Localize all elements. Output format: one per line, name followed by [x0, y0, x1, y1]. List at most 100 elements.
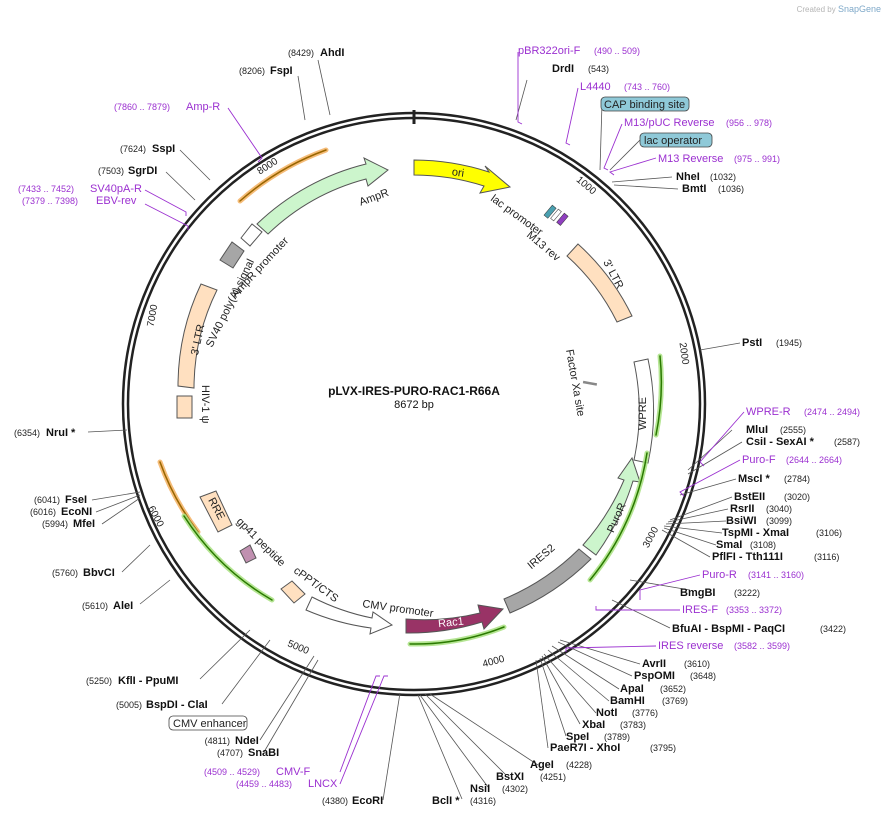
site-bbvci-pos: (5760) — [52, 568, 78, 578]
primer-arc-amp-r-core — [239, 149, 327, 202]
primer-ires-reverse-range: (3582 .. 3599) — [734, 641, 790, 651]
site-rsrii-pos: (3040) — [766, 504, 792, 514]
feature-lac-promoter-label: lac promoter — [488, 193, 545, 239]
site-nrui: NruI * — [46, 427, 76, 439]
lac-operator-label: lac operator — [644, 135, 702, 147]
site-pflfi: PflFI - Tth111I — [712, 551, 783, 563]
site-nhei: NheI — [676, 171, 700, 183]
site-bmti-pos: (1036) — [718, 184, 744, 194]
site-mfei-pos: (5994) — [42, 519, 68, 529]
site-sspi: SspI — [152, 143, 175, 155]
site-noti: NotI — [596, 707, 617, 719]
primer-puro-f: Puro-F — [742, 454, 776, 466]
cap-binding-site-label: CAP binding site — [604, 99, 685, 111]
primer-puro-r: Puro-R — [702, 569, 737, 581]
primer-wpre-r: WPRE-R — [746, 406, 791, 418]
site-paer7i-pos: (3795) — [650, 743, 676, 753]
feature-ampr-promoter — [240, 223, 263, 247]
primer-l4440-range: (743 .. 760) — [624, 82, 670, 92]
site-ndei: NdeI — [235, 735, 259, 747]
site-fspi: FspI — [270, 65, 293, 77]
site-csii: CsiI - SexAI * — [746, 436, 815, 448]
feature-ires2 — [503, 548, 592, 614]
primer-amp-r: Amp-R — [186, 101, 220, 113]
site-mlui-pos: (2555) — [780, 425, 806, 435]
primer-pbr322ori-f-range: (490 .. 509) — [594, 46, 640, 56]
site-econi-pos: (6016) — [30, 507, 56, 517]
site-xbai: XbaI — [582, 719, 605, 731]
site-agei: AgeI — [530, 759, 554, 771]
primer-ebv-rev-range: (7379 .. 7398) — [22, 196, 78, 206]
primer-l4440: L4440 — [580, 81, 611, 93]
site-bmgbi-pos: (3222) — [734, 588, 760, 598]
feature-m13-rev-label: M13 rev — [524, 229, 563, 264]
site-nsii: NsiI — [470, 783, 490, 795]
feature-3ltr-left — [177, 283, 218, 389]
primer-arc-wpre-core — [655, 355, 663, 436]
primer-m13-reverse: M13 Reverse — [658, 153, 723, 165]
primer-lncx-range: (4459 .. 4483) — [236, 779, 292, 789]
site-snabi: SnaBI — [248, 747, 279, 759]
site-bmgbi: BmgBI — [680, 587, 715, 599]
primer-ebv-rev: EBV-rev — [96, 195, 137, 207]
site-ecori-pos: (4380) — [322, 796, 348, 806]
site-spei-pos: (3789) — [604, 732, 630, 742]
site-bstxi: BstXI — [496, 771, 524, 783]
primer-cmv-f: CMV-F — [276, 766, 311, 778]
site-tspmi: TspMI - XmaI — [722, 527, 789, 539]
site-bspdi: BspDI - ClaI — [146, 699, 208, 711]
primer-m13-puc-reverse-range: (956 .. 978) — [726, 118, 772, 128]
site-nsii-pos: (4302) — [502, 784, 528, 794]
primer-arcs — [157, 147, 664, 647]
site-kfli-pos: (5250) — [86, 676, 112, 686]
tick-1000: 1000 — [574, 175, 598, 198]
feature-ampr-label: AmpR — [358, 187, 391, 209]
feature-rre — [199, 490, 233, 533]
site-bcli-pos: (4316) — [470, 796, 496, 806]
feature-rac1 — [405, 604, 505, 634]
site-bcli: BclI * — [432, 795, 460, 807]
site-fsei-pos: (6041) — [34, 495, 60, 505]
primer-arc-gp41-core — [183, 515, 273, 601]
primer-labels: pBR322ori-F (490 .. 509) L4440 (743 .. 7… — [18, 45, 860, 790]
site-pflfi-pos: (3116) — [814, 552, 839, 562]
primer-sv40pa-r: SV40pA-R — [90, 183, 142, 195]
feature-cmv-promoter — [305, 596, 394, 635]
feature-wpre-label: WPRE — [637, 397, 649, 430]
site-bsiwi-pos: (3099) — [766, 516, 792, 526]
site-alei: AleI — [113, 600, 133, 612]
feature-sv40-polya-label: SV40 poly(A) signal — [204, 257, 257, 349]
feature-lac-operator — [550, 208, 562, 222]
snapgene-credit: Created by SnapGene — [797, 4, 881, 14]
site-apai-pos: (3652) — [660, 684, 686, 694]
site-bbvci: BbvCI — [83, 567, 115, 579]
site-csii-pos: (2587) — [834, 437, 860, 447]
primer-arc-rac1-core — [409, 626, 505, 645]
feature-gp41-peptide — [239, 544, 257, 564]
feature-ampr — [256, 157, 389, 235]
feature-factor-xa-site — [582, 380, 598, 386]
tick-2000: 2000 — [677, 342, 691, 366]
primer-puro-f-range: (2644 .. 2664) — [786, 455, 842, 465]
site-alei-pos: (5610) — [82, 601, 108, 611]
plasmid-size: 8672 bp — [394, 399, 434, 411]
site-bstxi-pos: (4251) — [540, 772, 566, 782]
site-fspi-pos: (8206) — [239, 66, 265, 76]
site-ahdi-pos: (8429) — [288, 48, 314, 58]
site-bsteii-pos: (3020) — [784, 492, 810, 502]
feature-3ltr-right — [566, 243, 633, 323]
feature-hiv1-psi — [176, 395, 193, 419]
site-nrui-pos: (6354) — [14, 428, 40, 438]
site-pspomi-pos: (3648) — [690, 671, 716, 681]
site-drdi: DrdI — [552, 63, 574, 75]
feature-hiv1-psi-label: HIV-1 ψ — [199, 385, 211, 424]
site-msci: MscI * — [738, 473, 771, 485]
primer-arc-puro-core — [589, 452, 648, 581]
site-spei: SpeI — [566, 731, 589, 743]
site-bsteii: BstEII — [734, 491, 765, 503]
credit-prefix: Created by — [796, 5, 836, 14]
feature-ori-label: ori — [451, 166, 465, 180]
primer-cmv-f-range: (4509 .. 4529) — [204, 767, 260, 777]
feature-gp41-peptide-label: gp41 peptide — [234, 516, 287, 569]
